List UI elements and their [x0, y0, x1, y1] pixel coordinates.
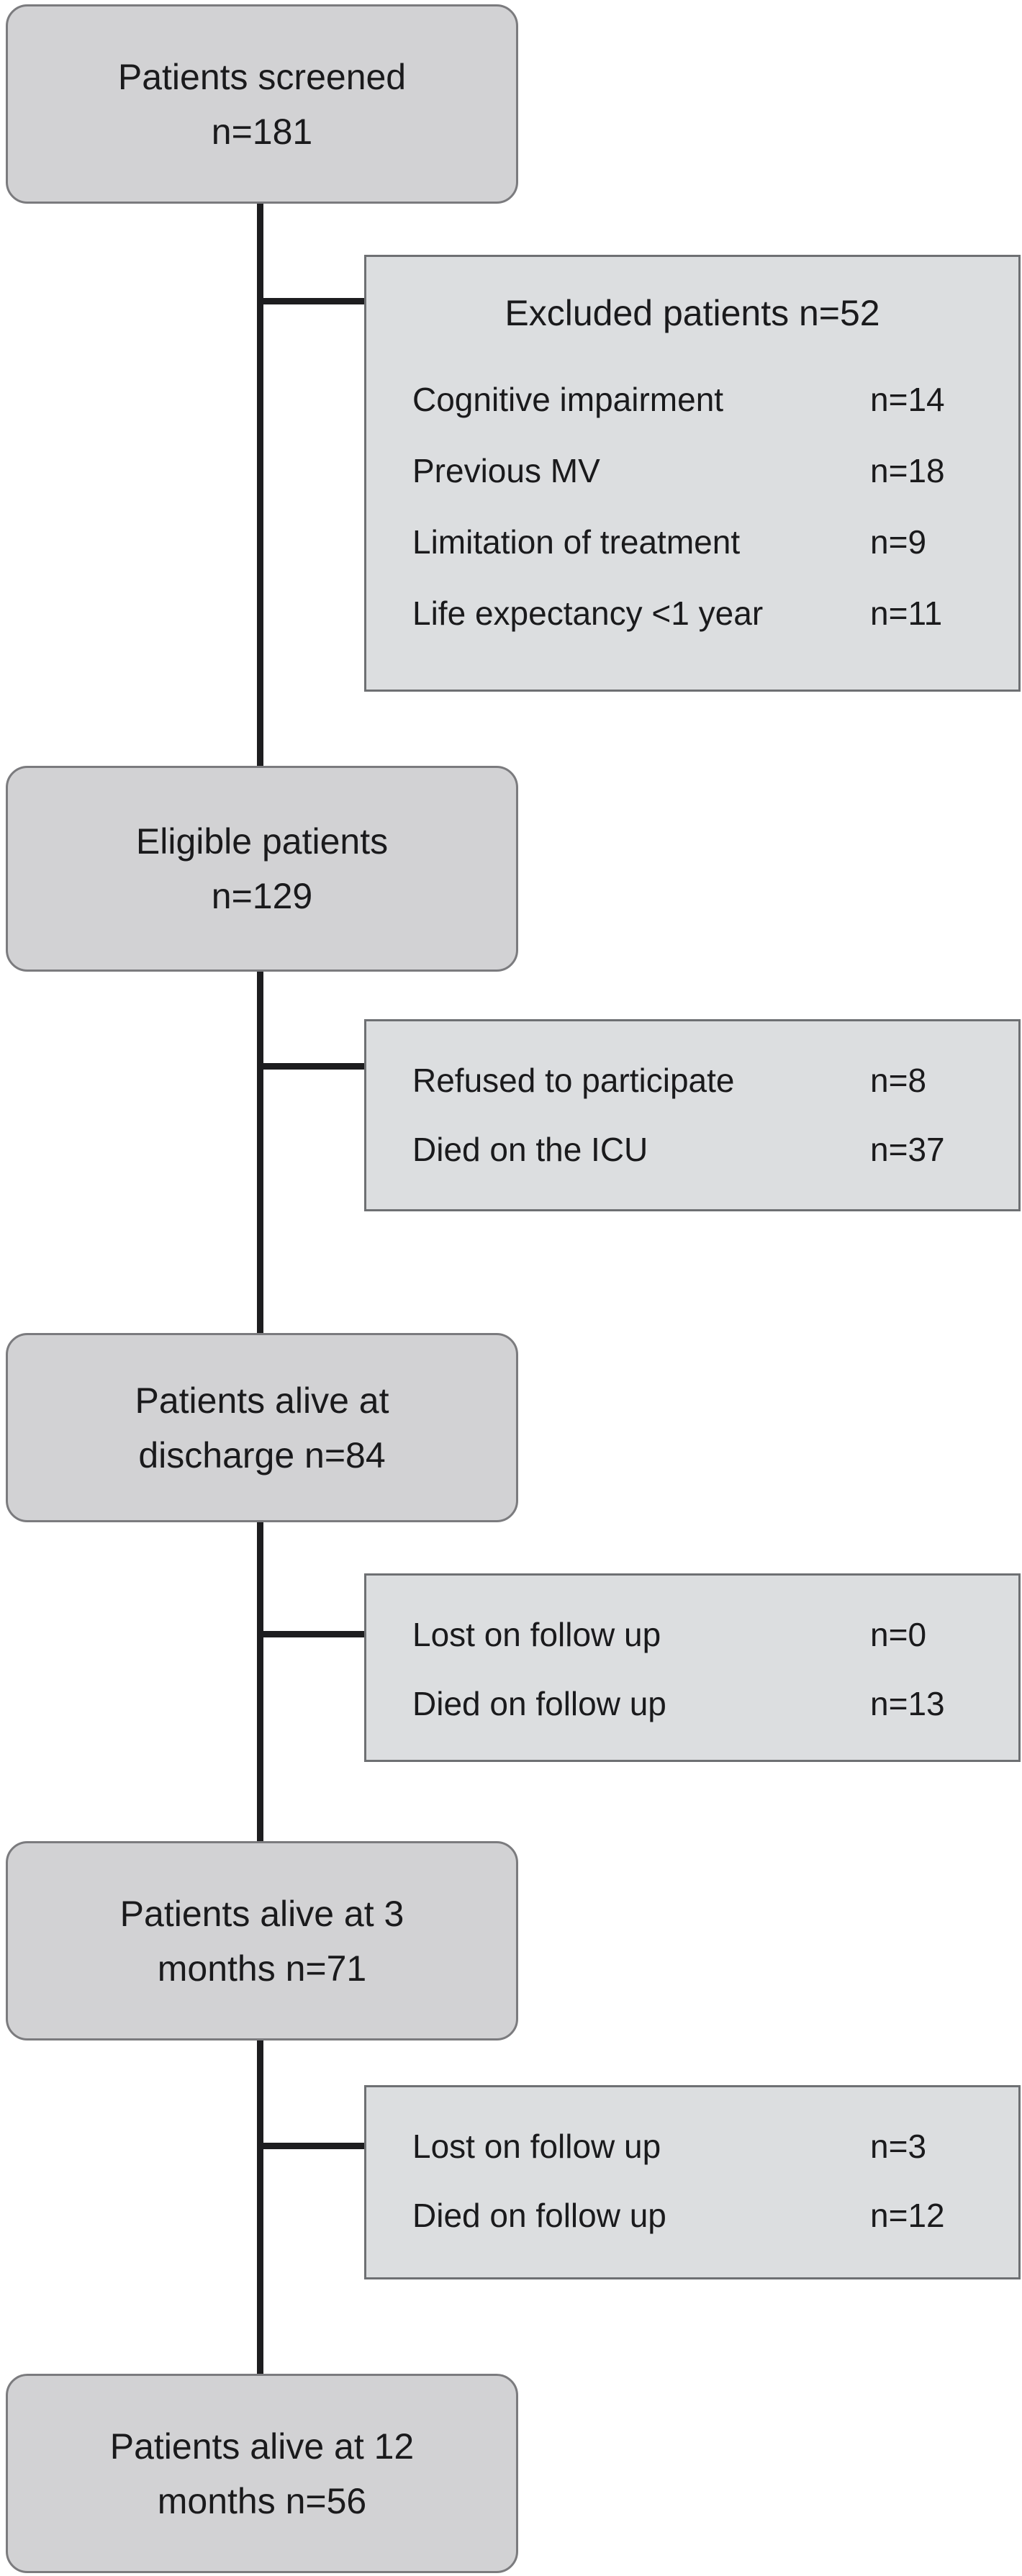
exclusion-reason-list: Cognitive impairment n=14 Previous MV n=… — [366, 383, 1018, 630]
flow-box-alive-at-12-months: Patients alive at 12 months n=56 — [6, 2374, 518, 2573]
list-item: Refused to participate n=8 — [366, 1064, 1018, 1097]
flow-box-count: discharge n=84 — [138, 1434, 386, 1475]
flow-box-text-line: Eligible patients — [135, 821, 389, 862]
list-item: Lost on follow up n=3 — [366, 2130, 1018, 2163]
reason-count: n=0 — [870, 1616, 927, 1653]
flow-box-count: n=129 — [211, 876, 313, 916]
reason-label: Died on the ICU — [412, 1131, 648, 1168]
list-item: Limitation of treatment n=9 — [366, 525, 1018, 559]
flow-box-text-line: Patients screened — [117, 56, 407, 97]
reason-label: Died on follow up — [412, 2197, 666, 2234]
reason-label: Died on follow up — [412, 1685, 666, 1722]
flow-box-text-line: Patients alive at 3 — [119, 1893, 404, 1934]
list-item: Lost on follow up n=0 — [366, 1618, 1018, 1651]
flow-box-count: months n=56 — [157, 2480, 367, 2521]
flow-box-text-line: Patients alive at 12 — [109, 2426, 415, 2467]
list-item: Cognitive impairment n=14 — [366, 383, 1018, 416]
side-box-followup-12-months: Lost on follow up n=3 Died on follow up … — [364, 2085, 1021, 2279]
flow-box-count: months n=71 — [157, 1948, 367, 1989]
reason-count: n=14 — [870, 381, 945, 418]
reason-label: Limitation of treatment — [412, 523, 741, 561]
flow-box-alive-at-3-months: Patients alive at 3 months n=71 — [6, 1841, 518, 2041]
connector-to-refused-box — [257, 1063, 366, 1070]
dropout-reason-list: Lost on follow up n=0 Died on follow up … — [366, 1618, 1018, 1720]
reason-count: n=3 — [870, 2128, 927, 2165]
reason-count: n=9 — [870, 523, 927, 561]
reason-label: Life expectancy <1 year — [412, 595, 764, 632]
list-item: Previous MV n=18 — [366, 454, 1018, 487]
reason-label: Previous MV — [412, 452, 600, 489]
reason-count: n=12 — [870, 2197, 945, 2234]
flow-box-patients-screened: Patients screened n=181 — [6, 4, 518, 204]
reason-count: n=11 — [870, 595, 943, 632]
connector-to-followup3-box — [257, 1631, 366, 1637]
side-box-not-included: Refused to participate n=8 Died on the I… — [364, 1019, 1021, 1211]
flow-box-alive-at-discharge: Patients alive at discharge n=84 — [6, 1333, 518, 1522]
list-item: Died on the ICU n=37 — [366, 1133, 1018, 1166]
list-item: Died on follow up n=12 — [366, 2199, 1018, 2232]
reason-count: n=8 — [870, 1062, 927, 1099]
reason-count: n=37 — [870, 1131, 945, 1168]
dropout-reason-list: Lost on follow up n=3 Died on follow up … — [366, 2130, 1018, 2232]
side-box-excluded-patients: Excluded patients n=52 Cognitive impairm… — [364, 255, 1021, 692]
reason-label: Refused to participate — [412, 1062, 735, 1099]
reason-label: Lost on follow up — [412, 2128, 661, 2165]
connector-to-followup12-box — [257, 2143, 366, 2149]
list-item: Life expectancy <1 year n=11 — [366, 597, 1018, 630]
flow-box-eligible-patients: Eligible patients n=129 — [6, 766, 518, 972]
connector-to-excluded-box — [257, 298, 366, 304]
reason-label: Lost on follow up — [412, 1616, 661, 1653]
reason-count: n=18 — [870, 452, 945, 489]
dropout-reason-list: Refused to participate n=8 Died on the I… — [366, 1064, 1018, 1166]
side-box-title: Excluded patients n=52 — [505, 293, 880, 333]
side-box-followup-3-months: Lost on follow up n=0 Died on follow up … — [364, 1573, 1021, 1762]
connector-trunk-line — [257, 202, 263, 2377]
flow-box-count: n=181 — [211, 111, 313, 152]
list-item: Died on follow up n=13 — [366, 1687, 1018, 1720]
reason-count: n=13 — [870, 1685, 945, 1722]
flow-box-text-line: Patients alive at — [135, 1380, 389, 1421]
reason-label: Cognitive impairment — [412, 381, 724, 418]
